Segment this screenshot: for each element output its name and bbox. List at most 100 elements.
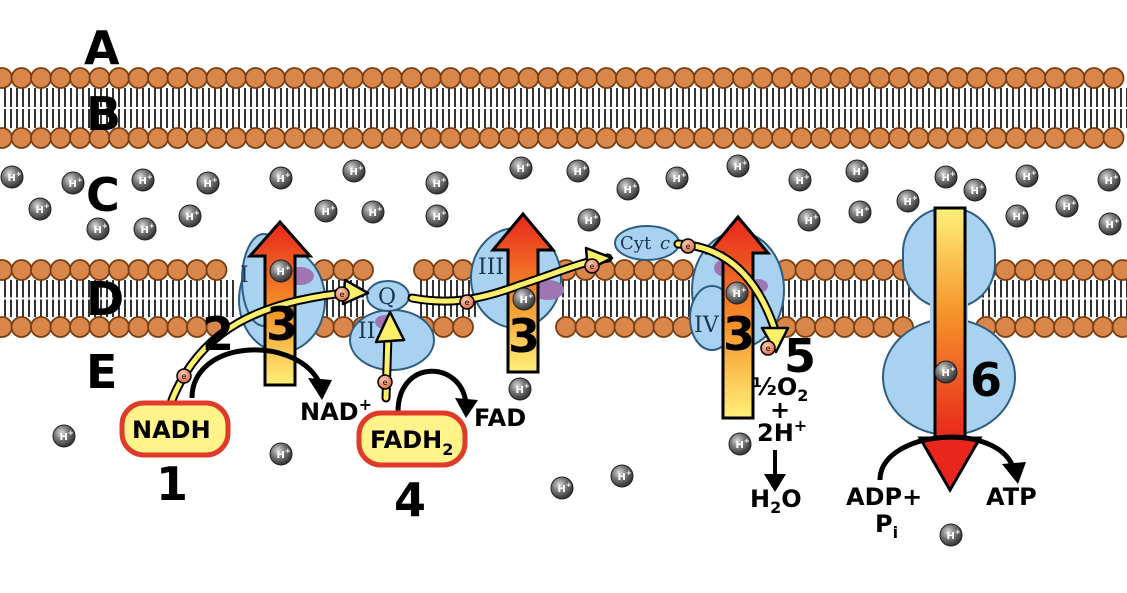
nad-label: NAD+ [300, 395, 372, 426]
outer-lipid-head [498, 67, 520, 89]
proton-token: H+ [342, 159, 366, 183]
outer-lipid-head [381, 127, 403, 149]
proton-token: H+ [896, 189, 920, 213]
outer-lipid-head [459, 127, 481, 149]
inner-lipid-head [652, 316, 675, 338]
outer-lipid-head [556, 67, 579, 89]
complex-ii-label: II [358, 319, 375, 344]
outer-lipid-head [654, 67, 676, 89]
outer-lipid-head [283, 127, 306, 149]
proton-sup: + [582, 164, 588, 172]
pi-sub: i [893, 523, 898, 542]
outer-lipid-head [420, 127, 442, 149]
pi-label: Pi [875, 510, 898, 542]
inner-lipid-head [1033, 259, 1056, 281]
inner-lipid-head [1053, 259, 1075, 281]
water-arrow [764, 450, 786, 492]
outer-lipid-head [459, 67, 481, 89]
proton-sup: + [441, 176, 447, 184]
proton-token: H+ [725, 281, 749, 305]
outer-lipid-head [868, 67, 891, 89]
outer-lipid-head [264, 67, 286, 89]
inner-lipid-head [452, 259, 474, 281]
outer-lipid-head [790, 67, 813, 89]
outer-lipid-head [1083, 67, 1105, 89]
outer-lipid-head [342, 67, 364, 89]
inner-lipid-head [1033, 316, 1056, 338]
inner-lipid-head [594, 316, 616, 338]
electron-label: e [182, 372, 187, 381]
proton-token: H+ [726, 154, 750, 178]
proton-sup: + [194, 209, 200, 217]
outer-lipid-head [166, 127, 189, 149]
cytochrome-c: Cyt c [614, 225, 680, 261]
proton-sup: + [741, 286, 747, 294]
outer-lipid-head [1102, 127, 1125, 149]
outer-lipid-head [907, 127, 930, 149]
proton-sup: + [44, 202, 50, 210]
inner-lipid-head [413, 259, 435, 281]
inner-lipid-head [1014, 316, 1036, 338]
inner-lipid-head [853, 259, 875, 281]
proton-sup: + [528, 292, 534, 300]
proton-sup: + [861, 164, 867, 172]
outer-membrane [0, 67, 1127, 149]
cyt-label: Cyt [620, 233, 652, 254]
inner-lipid-head [633, 316, 655, 338]
proton-token: H+ [269, 259, 293, 283]
outer-lipid-head [732, 67, 754, 89]
outer-lipid-head [556, 127, 579, 149]
step-4-label: 4 [394, 473, 426, 527]
outer-lipid-head [244, 67, 267, 89]
proton-sup: + [950, 170, 956, 178]
inner-lipid-head [652, 259, 675, 281]
outer-lipid-head [576, 127, 598, 149]
proton-token: H+ [1015, 164, 1039, 188]
proton-token: H+ [577, 208, 601, 232]
outer-lipid-head [10, 127, 33, 149]
outer-lipid-head [654, 127, 676, 149]
outer-lipid-head [946, 67, 969, 89]
outer-lipid-head [225, 127, 247, 149]
inner-lipid-head [994, 259, 1017, 281]
outer-lipid-head [712, 127, 735, 149]
outer-lipid-head [927, 67, 949, 89]
fad-label: FAD [474, 404, 526, 432]
proton-token: H+ [512, 287, 536, 311]
outer-lipid-head [342, 127, 364, 149]
nad-text: NAD [300, 398, 359, 426]
proton-sup: + [285, 447, 291, 455]
proton-token: H+ [52, 424, 76, 448]
inner-lipid-head [872, 316, 895, 338]
complex-i-label: I [240, 263, 249, 288]
proton-token: H+ [1098, 212, 1122, 236]
outer-lipid-head [205, 67, 228, 89]
proton-token: H+ [797, 208, 821, 232]
region-b-label: B [86, 87, 121, 141]
electron-label: e [686, 242, 691, 251]
outer-lipid-head [264, 127, 286, 149]
outer-lipid-head [147, 127, 169, 149]
proton-token: H+ [0, 165, 24, 189]
proton-sup: + [285, 171, 291, 179]
proton-sup: + [1114, 217, 1120, 225]
nad-arrowhead [308, 378, 332, 400]
outer-lipid-head [790, 127, 813, 149]
inner-lipid-head [833, 316, 856, 338]
ubiquinone-q: Q [366, 280, 410, 312]
outer-lipid-head [361, 127, 384, 149]
proton-sup: + [16, 170, 22, 178]
outer-lipid-head [30, 67, 52, 89]
outer-lipid-head [1005, 127, 1027, 149]
proton-sup: + [813, 213, 819, 221]
inner-lipid-head [555, 316, 577, 338]
reaction-arrows [189, 347, 1017, 481]
outer-lipid-head [966, 127, 988, 149]
proton-token: H+ [1055, 194, 1079, 218]
proton-token: H+ [361, 200, 385, 224]
outer-lipid-head [985, 67, 1008, 89]
nadh-box: NADH [119, 400, 231, 458]
proton-token: H+ [269, 442, 293, 466]
inner-lipid-head [432, 316, 455, 338]
